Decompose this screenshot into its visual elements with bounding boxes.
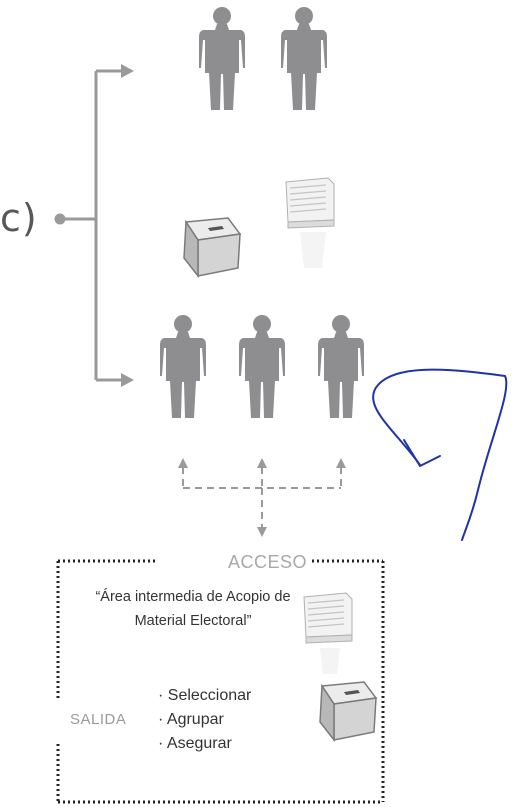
area-name: “Área intermedia de Acopio de Material E… [95,589,291,629]
arrow-up-icon [336,458,346,468]
action-list: · Seleccionar · Agrupar · Asegurar [158,684,251,756]
ballot-box-icon [183,217,241,277]
access-area-box [56,559,385,804]
person-icon [318,315,364,418]
document-stack-icon [285,177,335,229]
action-item-agrupar: · Agrupar [158,711,224,728]
arrow-up-icon [257,458,267,468]
action-item-asegurar: · Asegurar [158,735,232,752]
person-icon [160,315,206,418]
exit-label: SALIDA [70,711,127,728]
arrow-down-icon [257,527,267,537]
arrow-head-bottom [121,373,134,387]
bracket-connector [60,69,124,382]
arrow-up-icon [178,458,188,468]
arrow-head-top [121,64,134,78]
person-icon [239,315,285,418]
document-stack-icon [303,592,353,644]
faded-document-reflection [300,232,326,268]
person-icon [199,7,245,110]
ballot-box-icon [319,681,377,741]
faded-document-reflection [320,648,340,674]
connector-node [54,213,66,225]
handwritten-arrow-head [403,439,441,467]
action-item-seleccionar: · Seleccionar [158,687,252,704]
handwritten-arrow-annotation [372,368,508,541]
option-label: c) [0,196,38,240]
person-icon [281,7,327,110]
access-flow-arrows [182,467,342,528]
access-label: ACCESO [228,552,308,572]
